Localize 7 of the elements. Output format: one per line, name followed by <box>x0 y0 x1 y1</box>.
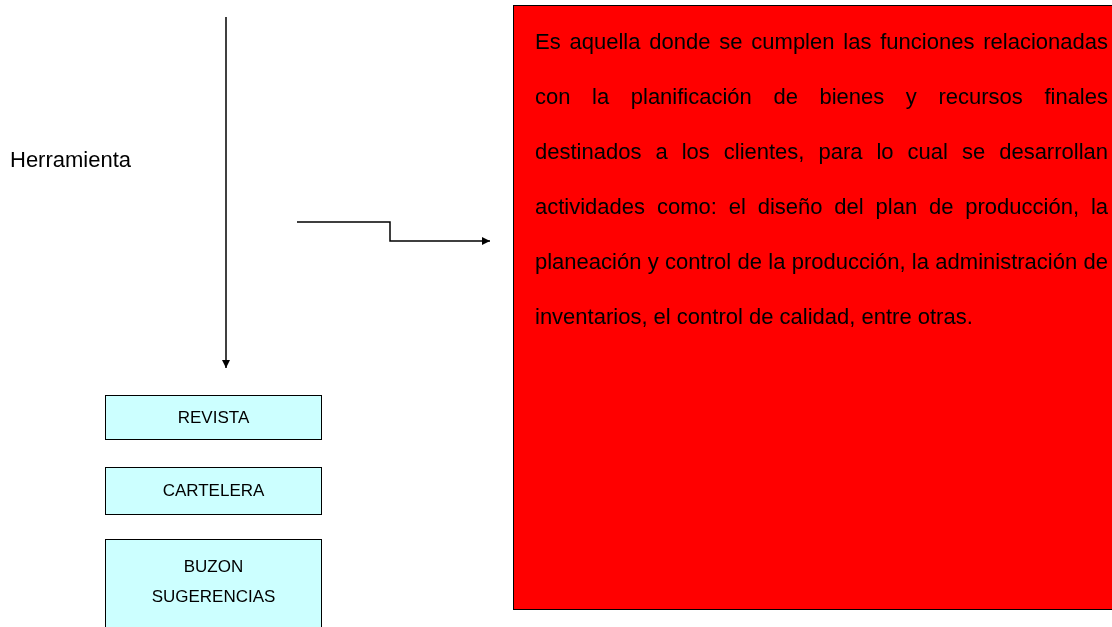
arrow <box>296 221 491 245</box>
tool-box: CARTELERA <box>105 467 322 515</box>
arrow <box>222 16 230 369</box>
tool-label: Herramienta <box>10 147 190 175</box>
tool-box: REVISTA <box>105 395 322 440</box>
tool-box: BUZON SUGERENCIAS <box>105 539 322 627</box>
description-box: Es aquella donde se cumplen las funciones relacionadas con la planificación de bienes y recursos finales destinados a los clientes, para lo cual se desarrollan actividades como: el diseño del plan de producción, la planeación y control de la producción, la administración de inventarios, el control de calidad, entre otras. <box>513 5 1112 610</box>
